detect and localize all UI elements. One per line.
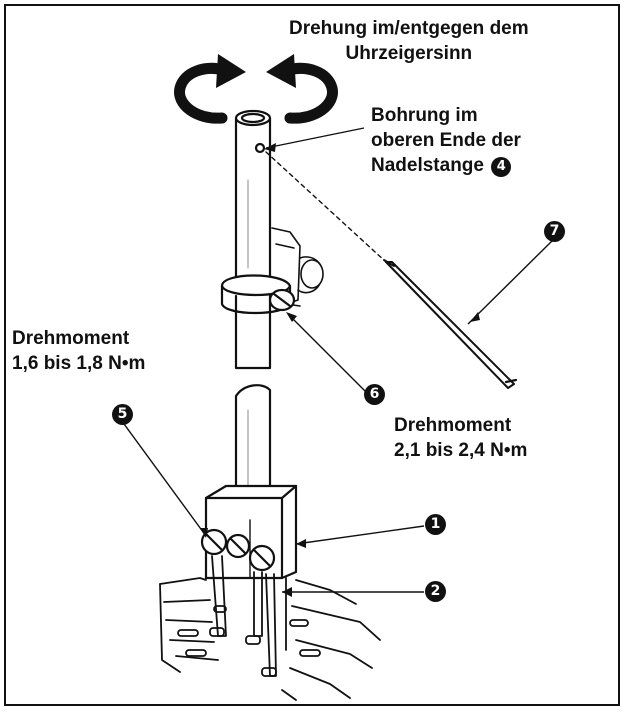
rotation-label: Drehung im/entgegen dem Uhrzeigersinn: [289, 16, 529, 66]
torque-left-label: Drehmoment 1,6 bis 1,8 N•m: [12, 326, 145, 376]
callout-7-badge: 7: [544, 221, 565, 242]
callout-5-badge: 5: [112, 404, 133, 425]
callout-6-badge: 6: [364, 384, 385, 405]
hole-label: Bohrung im oberen Ende der Nadelstange 4: [371, 103, 521, 178]
rotate-clockwise-arrow: [266, 54, 338, 124]
hole-label-line3: Nadelstange 4: [371, 153, 521, 178]
hole-label-text: Nadelstange: [371, 155, 484, 176]
leader-7: [467, 237, 556, 325]
needle-bar-lower: [234, 384, 272, 500]
needle-bar-upper: [234, 109, 272, 370]
rotation-label-line1: Drehung im/entgegen dem: [289, 18, 529, 39]
callout-4-badge: 4: [491, 157, 512, 177]
torque-right-line2: 2,1 bis 2,4 N•m: [394, 440, 528, 461]
clamp-screw-6: [268, 288, 296, 312]
needle-screw-5: [200, 528, 228, 556]
torque-left-line2: 1,6 bis 1,8 N•m: [12, 353, 146, 374]
callout-1-badge: 1: [425, 514, 446, 535]
rotation-label-line2: Uhrzeigersinn: [345, 43, 473, 64]
torque-left-line1: Drehmoment: [12, 328, 130, 349]
leader-5: [123, 423, 207, 537]
throat-plate: [159, 577, 381, 701]
needle-screw-right: [248, 544, 276, 572]
needle-screw-middle: [225, 533, 251, 559]
torque-right-line1: Drehmoment: [394, 415, 512, 436]
insertion-path-dashed: [265, 151, 387, 263]
leader-lines: [123, 127, 556, 593]
hole-label-line1: Bohrung im: [371, 105, 478, 126]
adjustment-pin-7: [383, 259, 518, 389]
callout-2-badge: 2: [425, 581, 446, 602]
leader-6: [287, 313, 367, 393]
hole-label-line2: oberen Ende der: [371, 130, 521, 151]
rotate-counterclockwise-arrow: [174, 54, 246, 124]
leader-1: [295, 525, 425, 545]
leader-hole: [265, 127, 365, 149]
torque-right-label: Drehmoment 2,1 bis 2,4 N•m: [394, 413, 527, 463]
needle-bar-hole: [254, 142, 266, 154]
